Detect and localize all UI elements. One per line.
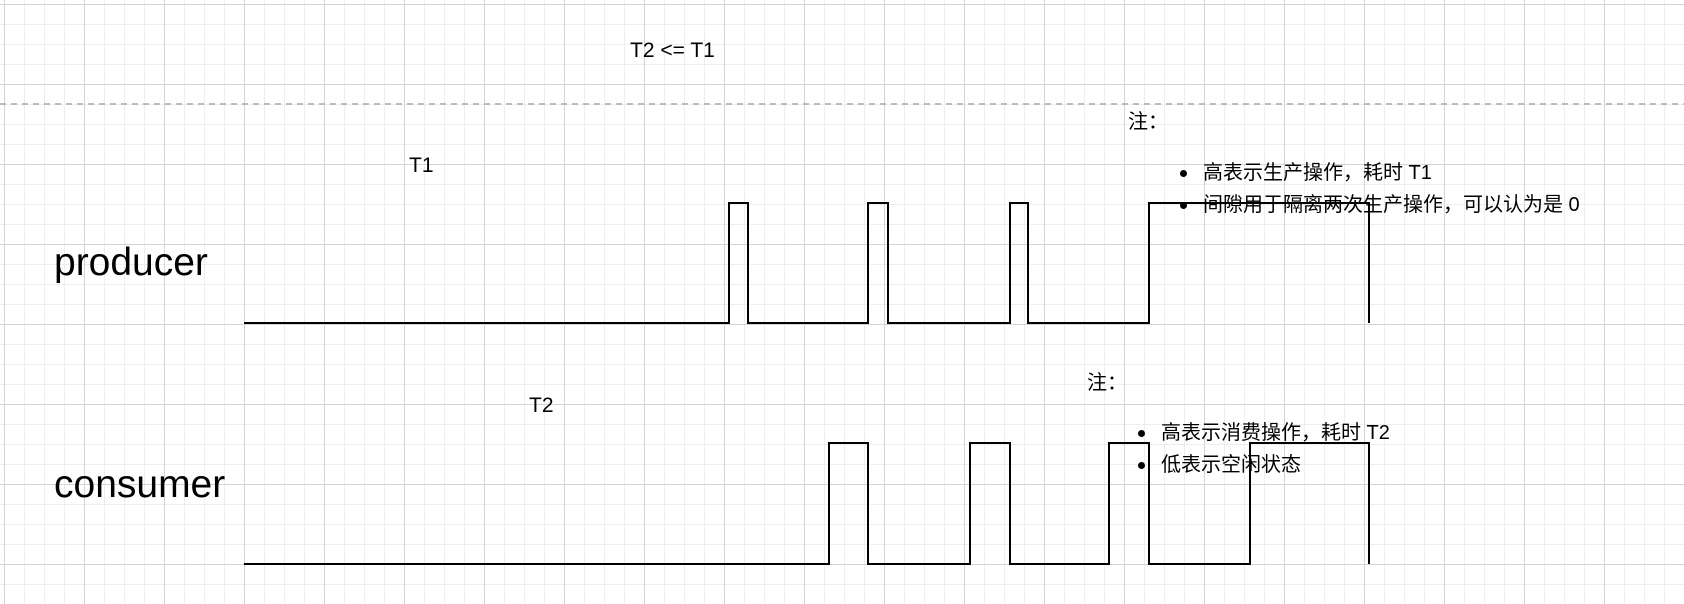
- consumer-note-title: 注：: [1087, 372, 1127, 394]
- producer-label: producer: [54, 241, 208, 284]
- producer-note-item: 间隙用于隔离两次生产操作，可以认为是 0: [1176, 189, 1580, 221]
- producer-waveform: [244, 202, 1370, 324]
- consumer-note-item: 低表示空闲状态: [1134, 449, 1390, 481]
- producer-note-title: 注：: [1128, 111, 1168, 133]
- consumer-pulse-label: T2: [529, 394, 554, 417]
- producer-pulse-label: T1: [409, 154, 434, 177]
- producer-note: 注： 高表示生产操作，耗时 T1 间隙用于隔离两次生产操作，可以认为是 0: [1128, 106, 1580, 221]
- waveform-layer: [244, 202, 1370, 565]
- consumer-label: consumer: [54, 463, 226, 506]
- consumer-waveform: [244, 442, 1370, 565]
- consumer-note-list: 高表示消费操作，耗时 T2 低表示空闲状态: [1134, 417, 1390, 481]
- producer-note-list: 高表示生产操作，耗时 T1 间隙用于隔离两次生产操作，可以认为是 0: [1176, 157, 1580, 221]
- producer-note-item: 高表示生产操作，耗时 T1: [1176, 157, 1580, 189]
- consumer-note-item: 高表示消费操作，耗时 T2: [1134, 417, 1390, 449]
- consumer-note: 注： 高表示消费操作，耗时 T2 低表示空闲状态: [1087, 367, 1390, 481]
- condition-title: T2 <= T1: [630, 39, 715, 62]
